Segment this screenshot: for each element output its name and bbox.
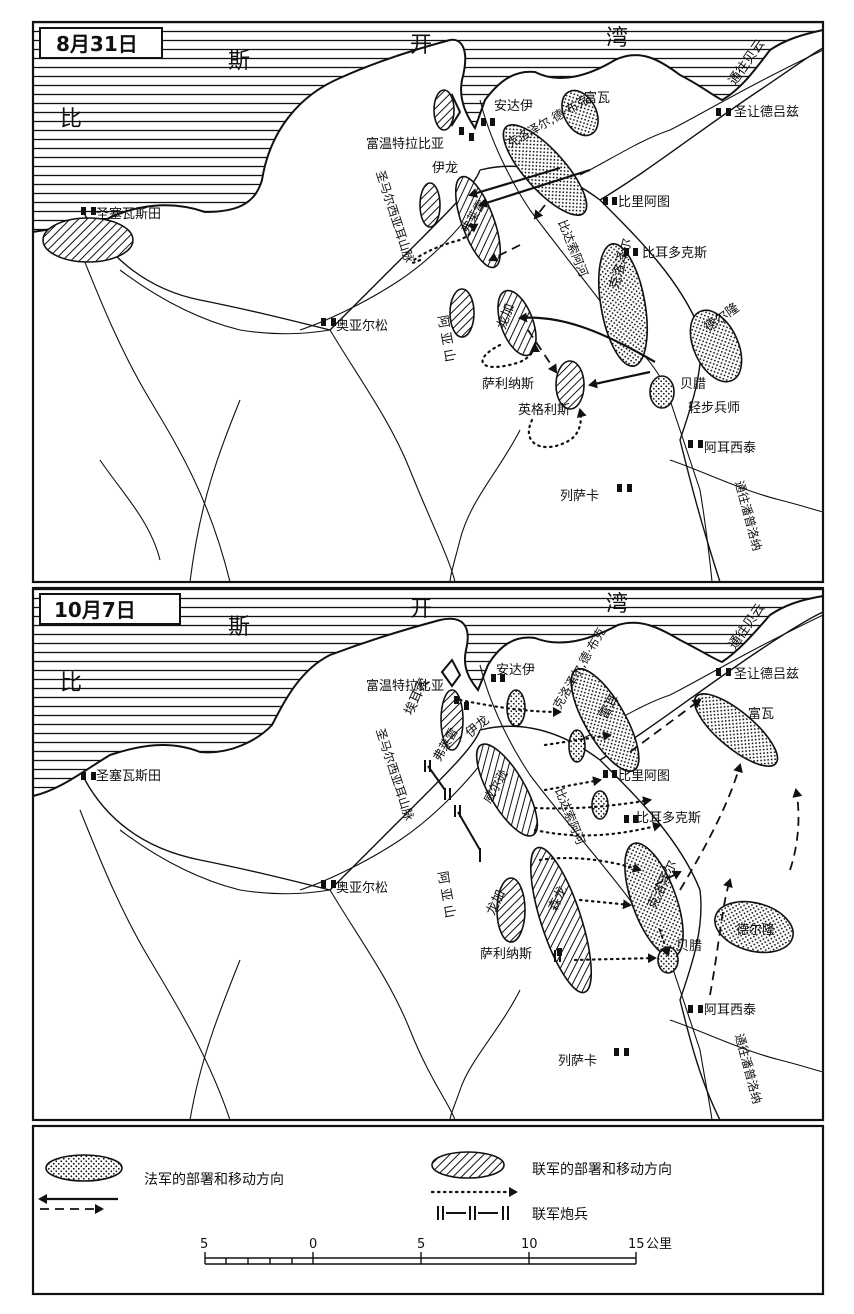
town-vera: 贝腊 bbox=[680, 377, 706, 392]
town-lezaka: 列萨卡 bbox=[558, 1054, 597, 1069]
legend-artillery-swatch bbox=[437, 1206, 509, 1220]
scale-tick-10: 10 bbox=[521, 1237, 538, 1252]
french-unit-foy bbox=[693, 693, 779, 767]
allied-unit-freire bbox=[475, 743, 539, 837]
town-ascain: 阿耳西泰 bbox=[704, 441, 756, 456]
panel-oct7: 10月7日 比 斯 开 湾 圣塞瓦斯田 富温特拉比亚 伊龙 安达伊 圣让德吕兹 … bbox=[31, 586, 825, 1122]
panel-date: 10月7日 bbox=[54, 598, 136, 622]
sea-title-4: 湾 bbox=[606, 26, 628, 51]
sea-title-2: 斯 bbox=[228, 615, 250, 640]
town-bidasoa: 比耳多克斯 bbox=[642, 245, 707, 261]
allied-unit-stsebastian bbox=[42, 217, 134, 263]
town-hendaye: 安达伊 bbox=[496, 663, 535, 678]
date-box bbox=[39, 593, 181, 625]
sea-title-3: 开 bbox=[410, 597, 432, 622]
town-bidart: 比里阿图 bbox=[618, 769, 670, 784]
town-st-jean: 圣让德吕兹 bbox=[734, 105, 799, 120]
sea-title-1: 比 bbox=[60, 107, 82, 132]
french-unit-clausel-reille bbox=[570, 667, 640, 773]
sea-title-3: 开 bbox=[410, 33, 432, 58]
scale-unit: 公里 bbox=[646, 1237, 672, 1252]
town-ascain: 阿耳西泰 bbox=[704, 1003, 756, 1018]
scale-bar: 5 0 5 10 15 公里 bbox=[200, 1237, 672, 1265]
sea-title-4: 湾 bbox=[606, 592, 628, 617]
french-unit-vera bbox=[649, 375, 675, 409]
scale-tick-0: 0 bbox=[309, 1237, 317, 1252]
date-box bbox=[39, 27, 163, 59]
allied-unit-hay bbox=[440, 689, 464, 751]
town-irun: 伊龙 bbox=[432, 161, 458, 176]
sea-title-2: 斯 bbox=[228, 49, 250, 74]
allied-unit-2 bbox=[419, 182, 441, 228]
scale-tick-5: 5 bbox=[417, 1237, 425, 1252]
french-unit-foy bbox=[561, 89, 599, 137]
unit-spanish: 英格利斯 bbox=[518, 402, 570, 418]
allied-unit-freire bbox=[454, 175, 502, 269]
unit-light-division: 轻步兵师 bbox=[688, 401, 740, 416]
town-bidart: 比里阿图 bbox=[618, 195, 670, 210]
allied-unit-3 bbox=[449, 288, 475, 338]
town-st-sebastian: 圣塞瓦斯田 bbox=[96, 206, 161, 222]
french-unit-reille bbox=[568, 729, 586, 763]
french-unit-derlon bbox=[689, 309, 743, 383]
french-unit-vera bbox=[657, 946, 679, 974]
panel-aug31: 8月31日 比 斯 开 湾 圣塞瓦斯田 富温特拉比亚 伊龙 安达伊 圣让德吕兹 … bbox=[31, 20, 825, 584]
town-st-jean: 圣让德吕兹 bbox=[734, 667, 799, 682]
town-fuenterrabia: 富温特拉比亚 bbox=[366, 136, 444, 152]
allied-unit-alten bbox=[529, 846, 593, 994]
french-unit-small-2 bbox=[591, 790, 609, 820]
town-bidasoa: 比耳多克斯 bbox=[636, 810, 701, 826]
scale-tick-5w: 5 bbox=[200, 1237, 208, 1252]
town-hendaye: 安达伊 bbox=[494, 99, 533, 114]
unit-foy: 富瓦 bbox=[748, 706, 774, 722]
legend-artillery-label: 联军炮兵 bbox=[532, 1207, 588, 1223]
french-unit-derlon bbox=[714, 900, 794, 954]
legend-french-swatch bbox=[45, 1154, 123, 1182]
french-unit-clausel-reille bbox=[502, 124, 588, 216]
french-unit-clausel bbox=[598, 243, 648, 367]
place-salinas: 萨利纳斯 bbox=[482, 377, 534, 392]
scale-tick-15: 15 bbox=[628, 1237, 645, 1252]
town-st-sebastian: 圣塞瓦斯田 bbox=[96, 768, 161, 784]
town-lezaka: 列萨卡 bbox=[560, 489, 599, 504]
town-vera: 贝腊 bbox=[676, 939, 702, 954]
town-fuenterrabia: 富温特拉比亚 bbox=[366, 678, 444, 694]
legend-french-label: 法军的部署和移动方向 bbox=[144, 1172, 284, 1188]
unit-foy: 富瓦 bbox=[584, 90, 610, 106]
allied-unit-longa bbox=[496, 877, 526, 943]
allied-unit-1 bbox=[433, 89, 455, 131]
unit-derlon: 德尔隆 bbox=[736, 923, 775, 938]
allied-unit-spanish bbox=[555, 360, 585, 410]
legend-allied-swatch bbox=[431, 1151, 505, 1179]
town-oyarzun: 奥亚尔松 bbox=[336, 319, 388, 334]
coastline bbox=[32, 28, 824, 583]
place-salinas: 萨利纳斯 bbox=[480, 947, 532, 962]
sea-title-1: 比 bbox=[60, 671, 82, 696]
town-oyarzun: 奥亚尔松 bbox=[336, 881, 388, 896]
legend: 法军的部署和移动方向 联军的部署和移动方向 联军炮兵 bbox=[31, 1124, 825, 1296]
panel-date: 8月31日 bbox=[56, 32, 138, 56]
legend-allied-label: 联军的部署和移动方向 bbox=[532, 1162, 672, 1178]
